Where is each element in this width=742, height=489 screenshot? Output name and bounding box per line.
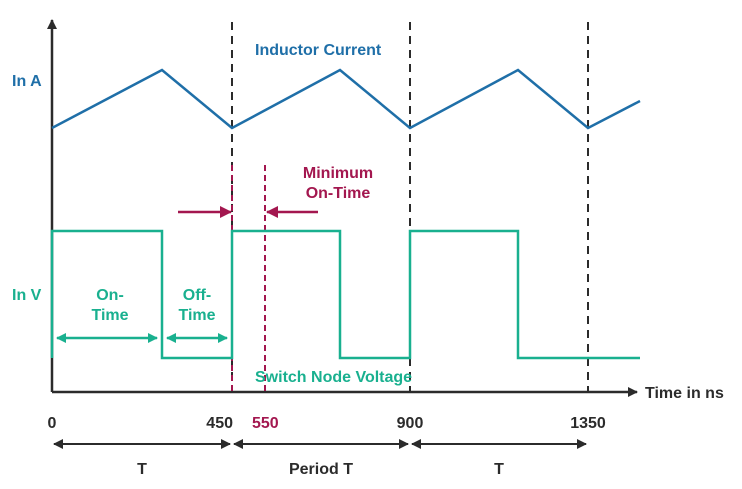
tick-1350: 1350 xyxy=(570,415,606,432)
time-axis-label: Time in ns xyxy=(645,385,724,402)
min-on-time-label-line2: On-Time xyxy=(306,185,371,202)
tick-450: 450 xyxy=(206,415,233,432)
inductor-current-waveform xyxy=(51,68,641,130)
y-label-volts: In V xyxy=(12,287,42,304)
switch-node-voltage-label: Switch Node Voltage xyxy=(255,369,412,386)
period-label-3: T xyxy=(494,461,504,478)
off-time-label-line1: Off- xyxy=(183,287,211,304)
y-label-amps: In A xyxy=(12,73,42,90)
off-time-label-line2: Time xyxy=(178,307,215,324)
min-on-time-label-line1: Minimum xyxy=(303,165,373,182)
tick-550: 550 xyxy=(252,415,279,432)
period-label-1: T xyxy=(137,461,147,478)
tick-900: 900 xyxy=(397,415,424,432)
switch-node-voltage-waveform xyxy=(50,229,640,360)
period-label-2: Period T xyxy=(289,461,353,478)
tick-0: 0 xyxy=(48,415,57,432)
on-time-label-line1: On- xyxy=(96,287,124,304)
inductor-current-label: Inductor Current xyxy=(255,42,382,59)
on-time-label-line2: Time xyxy=(91,307,128,324)
